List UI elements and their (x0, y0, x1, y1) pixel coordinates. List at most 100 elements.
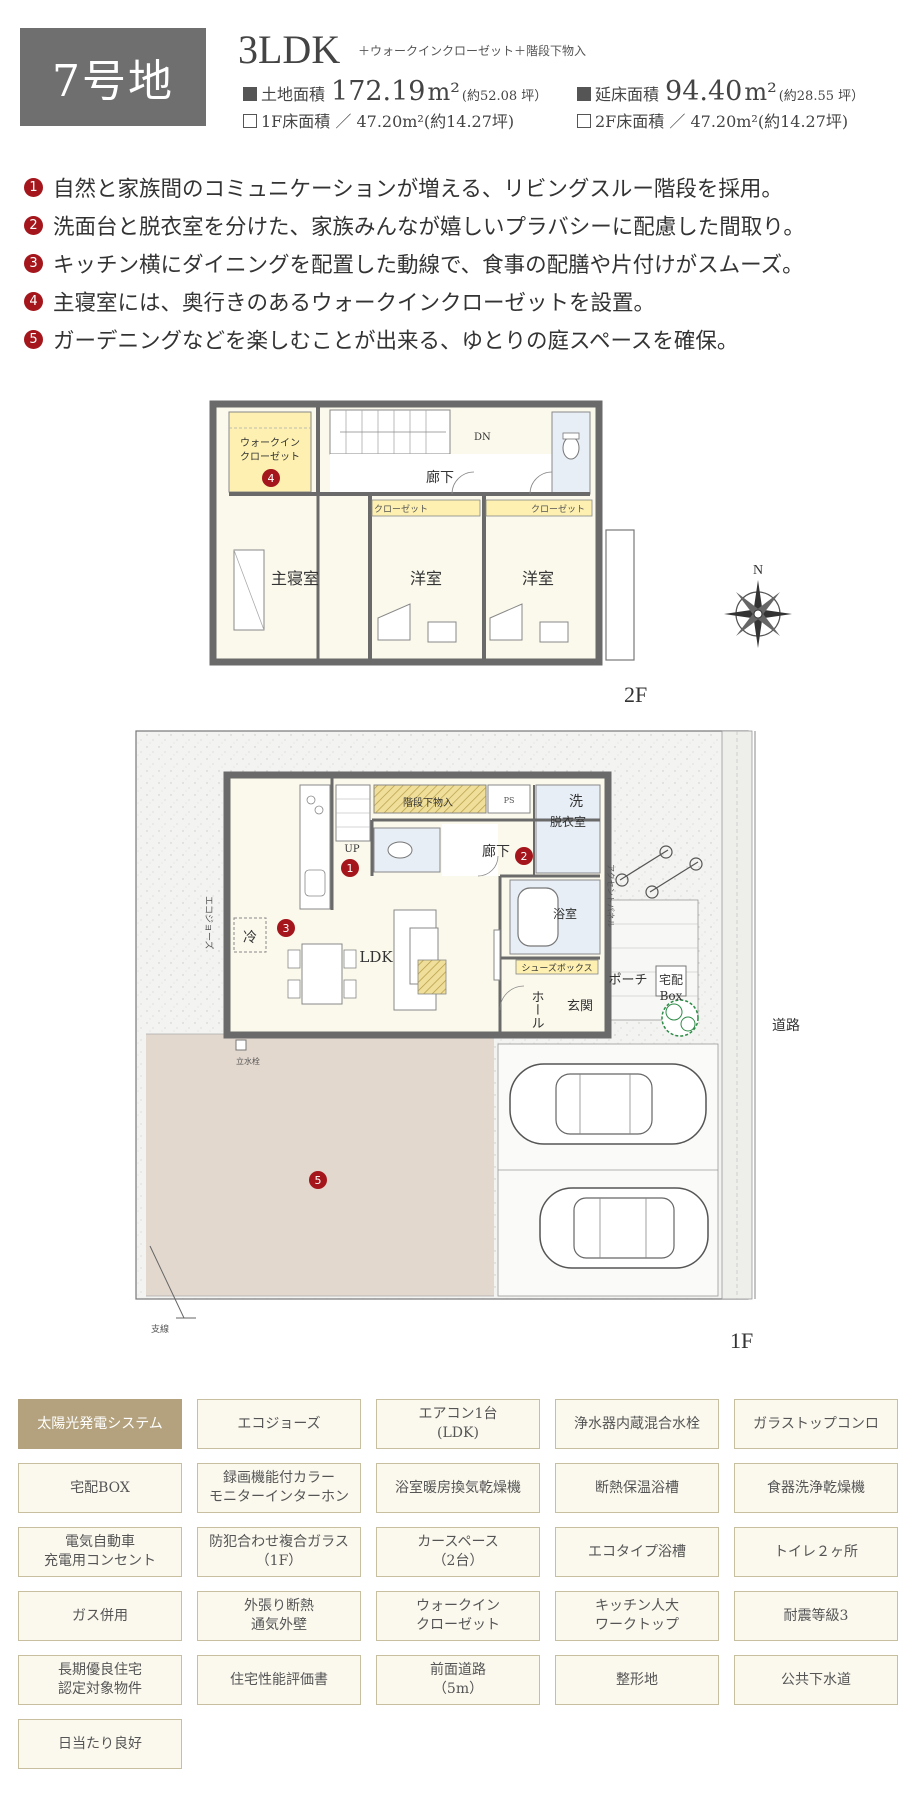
feature-item: 5 ガーデニングなどを楽しむことが出来る、ゆとりの庭スペースを確保。 (24, 320, 904, 358)
equipment-item: 食器洗浄乾燥機 (734, 1463, 898, 1513)
car-icon (539, 1187, 709, 1269)
marker-5 (309, 1171, 327, 1189)
label-wic-2: クローゼット (240, 451, 300, 463)
shoebox (515, 959, 599, 975)
equipment-item: 住宅性能評価書 (197, 1655, 361, 1705)
label-up: UP (344, 844, 359, 855)
label-fridge: 冷 (243, 930, 257, 946)
feature-number: 2 (24, 215, 43, 235)
f1-area: 1F床面積 ／ 47.20m²(約14.27坪) (243, 108, 514, 132)
room2-desk (539, 621, 569, 643)
equipment-item: ウォークイン クローゼット (376, 1591, 540, 1641)
label-wic-1: ウォークイン (240, 437, 300, 449)
label-hall-1f: 廊下 (482, 843, 510, 860)
lot-number-badge: 7号地 (20, 28, 206, 126)
feature-number: 3 (24, 253, 43, 273)
f2-area: 2F床面積 ／ 47.20m²(約14.27坪) (577, 108, 848, 132)
equipment-item: 電気自動車 充電用コンセント (18, 1527, 182, 1577)
filled-square-icon (243, 87, 257, 101)
floor-label-2f: 2F (624, 682, 648, 707)
equipment-item: トイレ２ヶ所 (734, 1527, 898, 1577)
f1-area-text: 1F床面積 ／ 47.20m²(約14.27坪) (261, 112, 515, 131)
label-wash: 洗 (569, 794, 583, 810)
equipment-item: エコタイプ浴槽 (555, 1527, 719, 1577)
car-icon (509, 1063, 707, 1145)
floor-area-label: 延床面積 (595, 85, 660, 104)
label-guy-wire: 支線 (151, 1323, 169, 1335)
label-ldk: LDK (359, 948, 393, 966)
equipment-item: 整形地 (555, 1655, 719, 1705)
label-closet-1: クローゼット (374, 503, 428, 515)
room1-bed (377, 603, 411, 641)
tree-icon (661, 999, 699, 1037)
label-hall-2f: 廊下 (426, 469, 454, 486)
faucet-icon (235, 1039, 247, 1051)
hollow-square-icon (243, 114, 257, 128)
plan-2f: ウォークイン クローゼット 4 DN 廊下 クローゼット クローゼット 主寝室 … (209, 400, 635, 666)
marker-2 (515, 847, 533, 865)
floor-area: 延床面積 94.40 m² (約28.55 坪） (577, 76, 864, 107)
label-ecojoes: エコジョーズ (203, 896, 215, 950)
label-road: 道路 (772, 1018, 800, 1034)
feature-text: キッチン横にダイニングを配置した動線で、食事の配膳や片付けがスムーズ。 (53, 252, 804, 278)
floor-area-value: 94.40 (665, 76, 743, 107)
label-master-bedroom: 主寝室 (271, 569, 319, 588)
label-ps: PS (504, 796, 515, 805)
floor-plans: ウォークイン クローゼット 4 DN 廊下 クローゼット クローゼット 主寝室 … (135, 400, 804, 1335)
land-area-unit: m² (427, 78, 460, 106)
bathtub-icon (517, 887, 559, 947)
equipment-item: エアコン1台 (LDK) (376, 1399, 540, 1449)
feature-item: 2 洗面台と脱衣室を分けた、家族みんなが嬉しいプラバシーに配慮した間取り。 (24, 206, 904, 244)
feature-item: 4 主寝室には、奥行きのあるウォークインクローゼットを設置。 (24, 282, 904, 320)
floor-area-tsubo: (約28.55 坪） (778, 89, 865, 104)
label-dn: DN (474, 432, 491, 443)
filled-square-icon (577, 87, 591, 101)
garden (146, 1034, 494, 1296)
dressing-room (535, 784, 601, 874)
marker-5-text: 5 (315, 1174, 322, 1187)
marker-2-text: 2 (521, 850, 528, 863)
closet-2 (485, 499, 593, 517)
room1-desk (427, 621, 457, 643)
label-delivery-2: Box (660, 989, 683, 1003)
land-area-value: 172.19 (331, 76, 426, 107)
equipment-item: ガス併用 (18, 1591, 182, 1641)
label-accent-panel: アクセントパネル (606, 864, 615, 928)
marker-1-text: 1 (347, 862, 354, 875)
land-area-label: 土地面積 (261, 85, 326, 104)
feature-text: 主寝室には、奥行きのあるウォークインクローゼットを設置。 (53, 290, 656, 316)
equipment-item: 前面道路 （5m） (376, 1655, 540, 1705)
label-delivery-1: 宅配 (659, 972, 683, 987)
equipment-item: 浴室暖房換気乾燥機 (376, 1463, 540, 1513)
equipment-item: 公共下水道 (734, 1655, 898, 1705)
label-under-stair: 階段下物入 (403, 796, 453, 809)
pipe-space (487, 784, 531, 814)
road (756, 731, 804, 1299)
marker-1 (341, 859, 359, 877)
hollow-square-icon (577, 114, 591, 128)
label-closet-2: クローゼット (531, 503, 585, 515)
label-room-1: 洋室 (410, 569, 442, 588)
f2-area-text: 2F床面積 ／ 47.20m²(約14.27坪) (595, 112, 849, 131)
feature-text: 自然と家族間のコミュニケーションが増える、リビングスルー階段を採用。 (53, 176, 783, 202)
feature-item: 1 自然と家族間のコミュニケーションが増える、リビングスルー階段を採用。 (24, 168, 904, 206)
equipment-item: 日当たり良好 (18, 1719, 182, 1769)
land-area: 土地面積 172.19 m² (約52.08 坪） (243, 76, 547, 107)
equipment-item: エコジョーズ (197, 1399, 361, 1449)
floor-label-1f: 1F (730, 1328, 754, 1353)
marker-3-text: 3 (283, 922, 290, 935)
room2-bed (489, 603, 523, 641)
feature-list: 1 自然と家族間のコミュニケーションが増える、リビングスルー階段を採用。 2 洗… (24, 168, 904, 358)
equipment-item: 長期優良住宅 認定対象物件 (18, 1655, 182, 1705)
feature-number: 4 (24, 291, 43, 311)
compass-n: N (753, 563, 763, 578)
rug (417, 959, 447, 995)
dining-table (301, 943, 343, 1005)
equipment-item: 宅配BOX (18, 1463, 182, 1513)
toilet-icon (387, 841, 413, 859)
label-porch: ポーチ (608, 973, 647, 988)
feature-text: ガーデニングなどを楽しむことが出来る、ゆとりの庭スペースを確保。 (53, 328, 739, 354)
label-room-2: 洋室 (522, 569, 554, 588)
feature-text: 洗面台と脱衣室を分けた、家族みんなが嬉しいプラバシーに配慮した間取り。 (53, 214, 805, 240)
label-faucet: 立水栓 (236, 1056, 260, 1066)
